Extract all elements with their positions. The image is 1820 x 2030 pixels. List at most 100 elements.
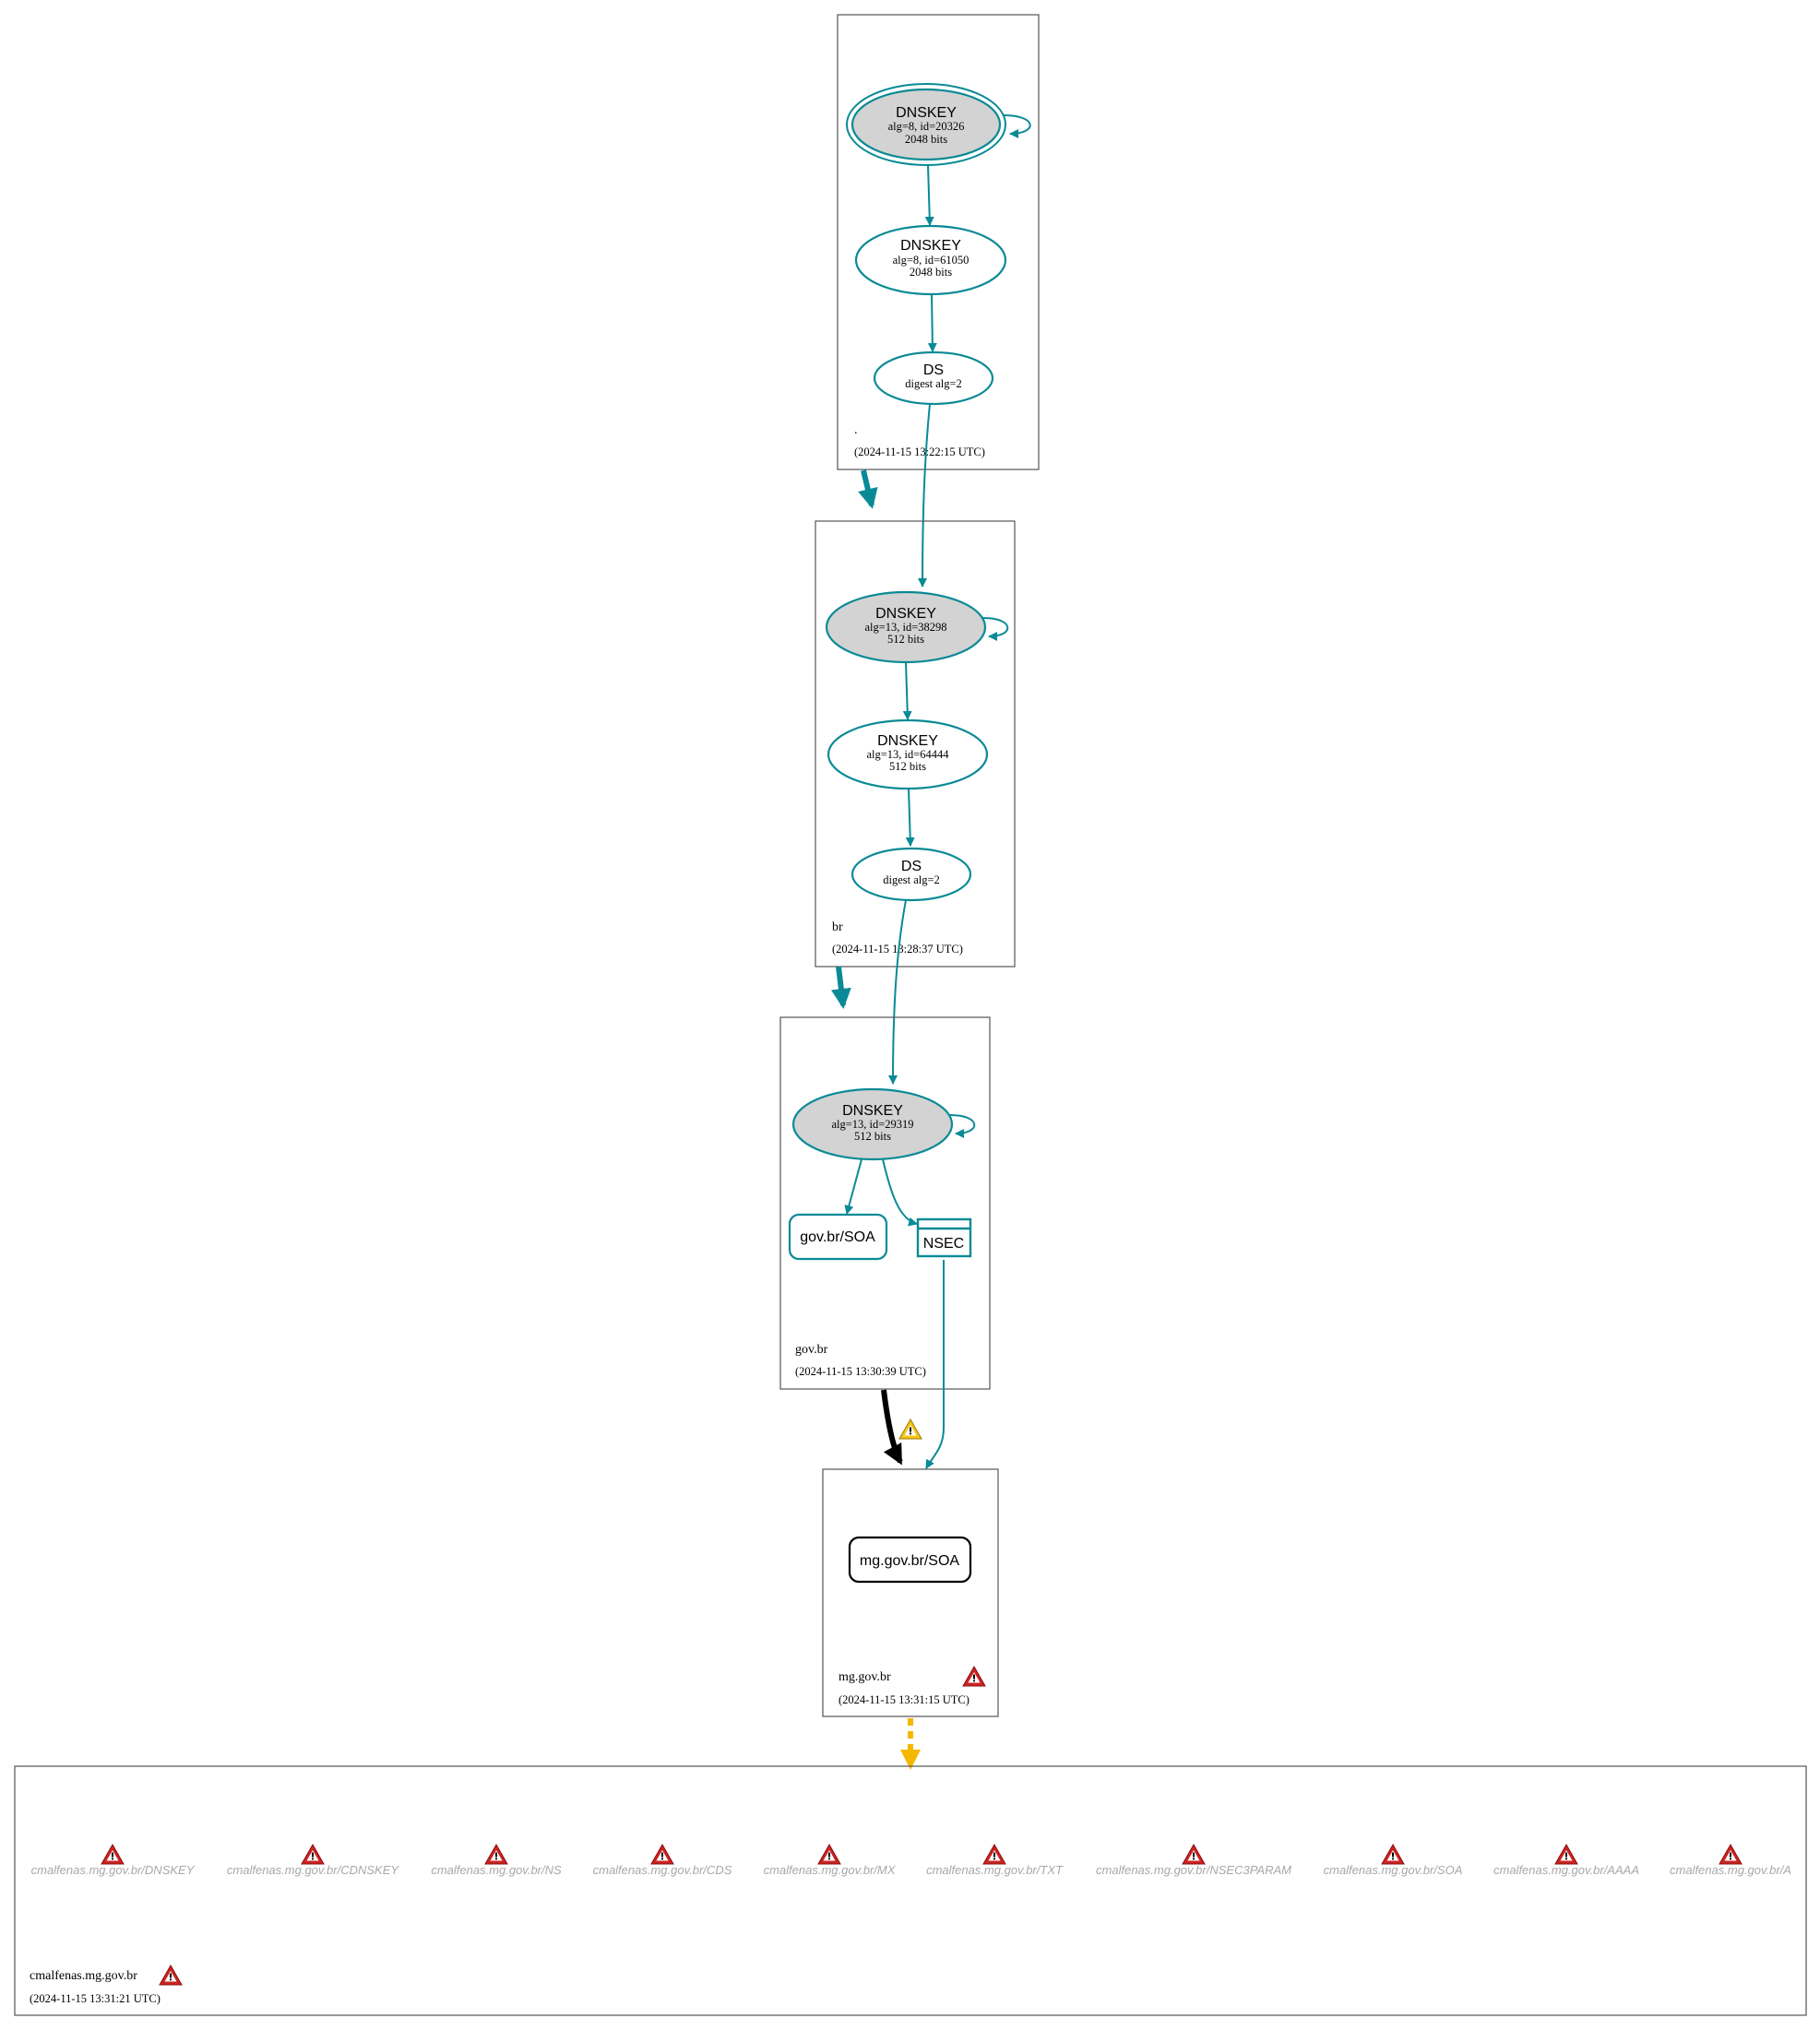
govbr-soa-node[interactable]: gov.br/SOA: [788, 1213, 888, 1261]
zone-cmalfenas-timestamp: (2024-11-15 13:31:21 UTC): [30, 1992, 161, 2005]
cmalfenas-error-icon: [159, 1965, 183, 1986]
zone-root-box: [837, 14, 1040, 470]
zone-govbr-box: [779, 1016, 991, 1390]
govbr-ksk-detail: alg=13, id=29319: [831, 1118, 913, 1131]
zone-br: DNSKEY alg=13, id=38298 512 bits DNSKEY …: [815, 520, 1016, 968]
br-ksk-type: DNSKEY: [875, 606, 936, 622]
record-soa[interactable]: cmalfenas.mg.gov.br/SOA: [1324, 1844, 1463, 1877]
record-txt-label: cmalfenas.mg.gov.br/TXT: [926, 1863, 1064, 1877]
root-zsk-type: DNSKEY: [900, 238, 961, 254]
zone-br-name: br: [832, 920, 843, 934]
govbr-soa-label: gov.br/SOA: [800, 1229, 875, 1245]
root-zsk-node[interactable]: DNSKEY alg=8, id=61050 2048 bits: [854, 224, 1007, 296]
root-ds-node[interactable]: DS digest alg=2: [873, 350, 994, 406]
zone-br-box: [815, 520, 1016, 968]
zone-cmalfenas-name: cmalfenas.mg.gov.br: [30, 1969, 137, 1983]
govbr-nsec-to-mggovbr-edge: [925, 1260, 945, 1469]
record-aaaa-error-icon: [1554, 1844, 1578, 1865]
record-nsec3param-label: cmalfenas.mg.gov.br/NSEC3PARAM: [1096, 1863, 1291, 1877]
record-a-error-icon: [1719, 1844, 1743, 1865]
root-ksk-detail: alg=8, id=20326: [888, 120, 965, 133]
root-ksk-bits: 2048 bits: [905, 133, 947, 146]
govbr-ksk-bits: 512 bits: [854, 1130, 891, 1143]
zone-cmalfenas: cmalfenas.mg.gov.br/DNSKEY cmalfenas.mg.…: [14, 1765, 1807, 2016]
record-txt[interactable]: cmalfenas.mg.gov.br/TXT: [926, 1844, 1064, 1877]
govbr-ksk-type: DNSKEY: [842, 1103, 903, 1119]
root-to-br-delegation-edge: [858, 469, 878, 509]
root-ds-detail: digest alg=2: [905, 377, 962, 390]
record-ns-label: cmalfenas.mg.gov.br/NS: [431, 1863, 562, 1877]
record-dnskey-label: cmalfenas.mg.gov.br/DNSKEY: [31, 1863, 196, 1877]
zone-root-name: .: [854, 423, 858, 437]
br-zsk-detail: alg=13, id=64444: [866, 748, 949, 761]
record-dnskey-error-icon: [101, 1844, 125, 1865]
root-ds-type: DS: [923, 362, 944, 378]
root-ksk-type: DNSKEY: [896, 105, 957, 121]
br-ksk-to-zsk-edge: [902, 661, 912, 720]
govbr-to-mggovbr-delegation-edge: [881, 1389, 903, 1466]
record-ns[interactable]: cmalfenas.mg.gov.br/NS: [431, 1844, 562, 1877]
record-nsec3param[interactable]: cmalfenas.mg.gov.br/NSEC3PARAM: [1096, 1844, 1291, 1877]
record-soa-error-icon: [1381, 1844, 1405, 1865]
zone-mggovbr-box: [822, 1468, 999, 1717]
record-dnskey[interactable]: cmalfenas.mg.gov.br/DNSKEY: [31, 1844, 196, 1877]
record-txt-error-icon: [982, 1844, 1006, 1865]
zone-govbr: DNSKEY alg=13, id=29319 512 bits gov.br/…: [779, 1016, 991, 1390]
br-ksk-detail: alg=13, id=38298: [864, 621, 946, 634]
govbr-nsec-label: NSEC: [923, 1236, 964, 1252]
root-zsk-detail: alg=8, id=61050: [893, 254, 969, 267]
zone-root: DNSKEY alg=8, id=20326 2048 bits DNSKEY …: [837, 14, 1040, 470]
record-nsec3param-error-icon: [1182, 1844, 1206, 1865]
br-zsk-node[interactable]: DNSKEY alg=13, id=64444 512 bits: [827, 718, 989, 790]
govbr-ksk-to-nsec-edge: [882, 1158, 918, 1227]
record-mx-label: cmalfenas.mg.gov.br/MX: [764, 1863, 897, 1877]
br-ds-node[interactable]: DS digest alg=2: [851, 847, 972, 902]
mggovbr-soa-node[interactable]: mg.gov.br/SOA: [848, 1536, 972, 1584]
root-zsk-to-ds-edge: [927, 293, 937, 352]
zone-mggovbr-name: mg.gov.br: [839, 1670, 891, 1684]
root-ds-to-br-ksk-edge: [918, 403, 931, 588]
mggovbr-soa-label: mg.gov.br/SOA: [860, 1553, 960, 1569]
zone-mggovbr: mg.gov.br/SOA mg.gov.br (2024-11-15 13:3…: [822, 1468, 999, 1717]
root-ksk-to-zsk-edge: [924, 164, 934, 226]
record-mx[interactable]: cmalfenas.mg.gov.br/MX: [764, 1844, 897, 1877]
zone-mggovbr-timestamp: (2024-11-15 13:31:15 UTC): [839, 1693, 969, 1706]
cmalfenas-record-list: cmalfenas.mg.gov.br/DNSKEY cmalfenas.mg.…: [31, 1844, 1791, 1877]
govbr-nsec-node[interactable]: NSEC: [916, 1217, 972, 1258]
govbr-ksk-to-soa-edge: [844, 1158, 862, 1215]
record-cds-error-icon: [650, 1844, 674, 1865]
br-zsk-bits: 512 bits: [889, 760, 926, 773]
record-cds[interactable]: cmalfenas.mg.gov.br/CDS: [593, 1844, 732, 1877]
br-zsk-type: DNSKEY: [877, 733, 938, 749]
br-ds-detail: digest alg=2: [883, 873, 940, 886]
zone-cmalfenas-box: [14, 1765, 1807, 2016]
br-zsk-to-ds-edge: [905, 788, 915, 847]
record-ns-error-icon: [484, 1844, 508, 1865]
br-ksk-node[interactable]: DNSKEY alg=13, id=38298 512 bits: [825, 590, 987, 664]
record-a[interactable]: cmalfenas.mg.gov.br/A: [1670, 1844, 1791, 1877]
zone-br-timestamp: (2024-11-15 13:28:37 UTC): [832, 943, 963, 956]
delegation-warning-icon: [898, 1419, 922, 1440]
root-ksk-self-edge: [1003, 114, 1031, 138]
govbr-ksk-self-edge: [949, 1114, 976, 1138]
br-ksk-bits: 512 bits: [887, 633, 924, 646]
record-soa-label: cmalfenas.mg.gov.br/SOA: [1324, 1863, 1463, 1877]
record-aaaa[interactable]: cmalfenas.mg.gov.br/AAAA: [1493, 1844, 1639, 1877]
mggovbr-error-icon: [962, 1666, 986, 1687]
record-cdnskey-error-icon: [301, 1844, 325, 1865]
zone-govbr-name: gov.br: [795, 1343, 828, 1357]
govbr-ksk-node[interactable]: DNSKEY alg=13, id=29319 512 bits: [791, 1087, 954, 1161]
br-ksk-self-edge: [982, 617, 1009, 641]
record-cdnskey[interactable]: cmalfenas.mg.gov.br/CDNSKEY: [227, 1844, 399, 1877]
br-ds-type: DS: [901, 859, 922, 874]
root-ksk-node[interactable]: DNSKEY alg=8, id=20326 2048 bits: [846, 83, 1006, 166]
record-cdnskey-label: cmalfenas.mg.gov.br/CDNSKEY: [227, 1863, 399, 1877]
record-aaaa-label: cmalfenas.mg.gov.br/AAAA: [1493, 1863, 1639, 1877]
record-cds-label: cmalfenas.mg.gov.br/CDS: [593, 1863, 732, 1877]
record-a-label: cmalfenas.mg.gov.br/A: [1670, 1863, 1791, 1877]
root-zsk-bits: 2048 bits: [910, 266, 952, 279]
record-mx-error-icon: [817, 1844, 841, 1865]
zone-govbr-timestamp: (2024-11-15 13:30:39 UTC): [795, 1365, 926, 1378]
zone-root-timestamp: (2024-11-15 13:22:15 UTC): [854, 445, 985, 458]
